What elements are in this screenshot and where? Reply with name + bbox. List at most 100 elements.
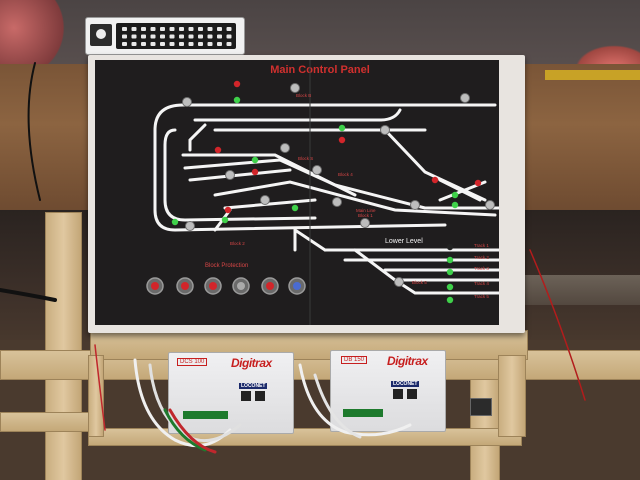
keypad-key (226, 34, 232, 39)
booster-brand: Digitrax (387, 354, 428, 368)
keypad-key (160, 34, 165, 39)
keypad-key (160, 27, 165, 31)
turnout-toggle (185, 221, 195, 231)
keypad-key (179, 34, 184, 39)
command-station-model: DCS 100 (177, 358, 208, 366)
keypad-key (131, 34, 137, 39)
keypad-key (217, 42, 222, 46)
label-block-5: Block 5 (412, 280, 427, 285)
keypad-key (150, 27, 156, 31)
keypad-key (141, 42, 146, 46)
loconet-port-a (241, 391, 251, 401)
label-block-b: Block B (296, 93, 312, 98)
turnout-toggle (360, 218, 370, 228)
indicator-led (221, 216, 229, 224)
indicator-led (446, 243, 454, 251)
keypad-key (169, 42, 175, 46)
booster-model: DB 150 (341, 356, 368, 364)
wall-jack (470, 398, 492, 416)
turnout-toggle (290, 83, 300, 93)
keypad-key (226, 42, 232, 46)
keypad-key (122, 42, 127, 46)
indicator-led (474, 179, 482, 187)
panel-title: Main Control Panel (270, 64, 370, 76)
keypad-key (207, 34, 213, 39)
label-main-line: Main Line (356, 208, 376, 213)
label-track-1: Track 1 (474, 243, 489, 248)
terminal-block (183, 411, 228, 419)
indicator-led (446, 256, 454, 264)
indicator-led (224, 206, 232, 214)
indicator-led (446, 283, 454, 291)
keypad-key (131, 42, 137, 46)
indicator-led (446, 296, 454, 304)
turnout-toggle (280, 143, 290, 153)
keypad-key (198, 27, 203, 31)
keypad-key (179, 27, 184, 31)
label-track-2: Track 2 (474, 255, 489, 260)
keypad-key (207, 42, 213, 46)
indicator-led (338, 136, 346, 144)
track-lines (153, 103, 499, 295)
label-block-s: Block S (298, 156, 314, 161)
indicator-led (451, 201, 459, 209)
keypad-key (188, 27, 194, 31)
turnout-toggle (380, 125, 390, 135)
keypad-key (207, 27, 213, 31)
keypad-buttons (116, 23, 236, 49)
label-track-3: Track 3 (474, 266, 489, 271)
label-track-4: Track 4 (474, 281, 489, 286)
turnout-toggle (182, 97, 192, 107)
pink-object (0, 0, 70, 70)
indicator-led (291, 204, 299, 212)
protection-led (209, 282, 217, 290)
keypad-key (141, 34, 146, 39)
label-block-2: Block 2 (230, 241, 245, 246)
turnout-toggle (460, 93, 470, 103)
indicator-led (171, 218, 179, 226)
indicator-led (233, 96, 241, 104)
support-post-left (45, 212, 82, 480)
command-station-loconet: LOCONET (239, 383, 268, 389)
keypad-key (188, 34, 194, 39)
shelf-post-right (498, 355, 526, 437)
keypad-key (226, 27, 232, 31)
throttle-keypad (85, 17, 245, 55)
keypad-key (198, 42, 203, 46)
loconet-port-b (255, 391, 265, 401)
indicator-led (431, 176, 439, 184)
protection-led (266, 282, 274, 290)
panel-ledge (90, 330, 528, 360)
keypad-key (122, 34, 127, 39)
indicator-led (214, 146, 222, 154)
turnout-toggle (332, 197, 342, 207)
protection-led (151, 282, 159, 290)
keypad-key (131, 27, 137, 31)
command-station-brand: Digitrax (231, 356, 272, 370)
indicator-led (451, 191, 459, 199)
keypad-key (169, 27, 175, 31)
indicator-led (338, 124, 346, 132)
booster-terminal-block (343, 409, 383, 417)
keypad-key (198, 34, 203, 39)
keypad-key (150, 42, 156, 46)
turnout-toggle (394, 277, 404, 287)
label-block-protection: Block Protection (205, 263, 249, 269)
indicator-led (233, 80, 241, 88)
keypad-key (217, 27, 222, 31)
keypad-key (141, 27, 146, 31)
protection-led (293, 282, 301, 290)
label-block-4: Block 4 (338, 172, 353, 177)
turnout-toggle (225, 170, 235, 180)
booster-port-b (407, 389, 417, 399)
booster-box: DB 150 Digitrax LOCONET (330, 350, 446, 432)
turnout-toggle (410, 200, 420, 210)
side-track-board (520, 275, 640, 305)
yellow-item (545, 70, 640, 80)
label-main-line-2: Block 1 (358, 213, 373, 218)
booster-port-a (393, 389, 403, 399)
keypad-key (122, 27, 127, 31)
keypad-key (169, 34, 175, 39)
